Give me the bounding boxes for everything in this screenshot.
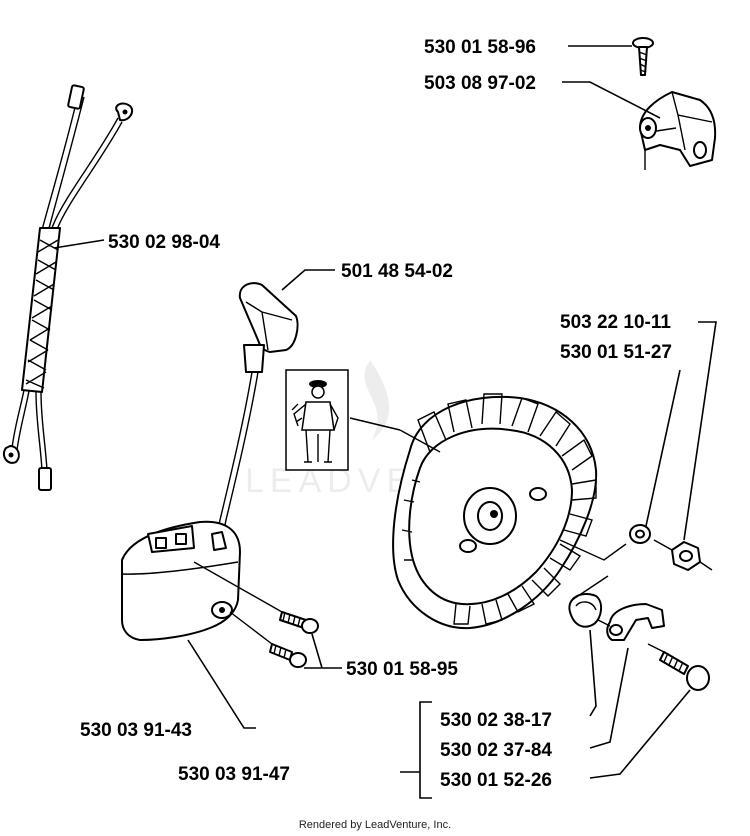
coil-screw-1[interactable] — [279, 611, 319, 634]
label-spring: 530 02 38-17 — [440, 710, 552, 731]
bracket-part[interactable] — [639, 91, 717, 170]
flywheel-part[interactable] — [392, 393, 598, 630]
spark-cap-part[interactable] — [215, 282, 299, 541]
nut-part[interactable] — [671, 541, 701, 571]
wire-harness-part[interactable] — [2, 84, 134, 491]
label-wire-harness: 530 02 98-04 — [108, 232, 220, 253]
label-pawl-screw: 530 01 52-26 — [440, 770, 552, 791]
label-screw-top: 530 01 58-96 — [424, 37, 536, 58]
label-nut: 530 01 51-27 — [560, 342, 672, 363]
washer-part[interactable] — [629, 524, 651, 544]
footer-credit: Rendered by LeadVenture, Inc. — [299, 819, 451, 831]
label-washer: 503 22 10-11 — [560, 312, 671, 333]
service-technician-icon — [285, 369, 349, 471]
pawl-part[interactable] — [606, 603, 665, 641]
pawl-screw-part[interactable] — [659, 651, 710, 691]
watermark-flame-icon — [364, 360, 390, 440]
label-coil-screws: 530 01 58-95 — [346, 659, 458, 680]
label-bracket: 503 08 97-02 — [424, 73, 536, 94]
label-pawl: 530 02 37-84 — [440, 740, 552, 761]
label-coil-kit: 530 03 91-47 — [178, 764, 290, 785]
ignition-coil-part[interactable] — [121, 520, 241, 641]
label-coil: 530 03 91-43 — [80, 720, 192, 741]
coil-screw-2[interactable] — [269, 643, 307, 668]
label-spark-cap: 501 48 54-02 — [341, 261, 453, 282]
screw-top-part[interactable] — [632, 37, 654, 76]
